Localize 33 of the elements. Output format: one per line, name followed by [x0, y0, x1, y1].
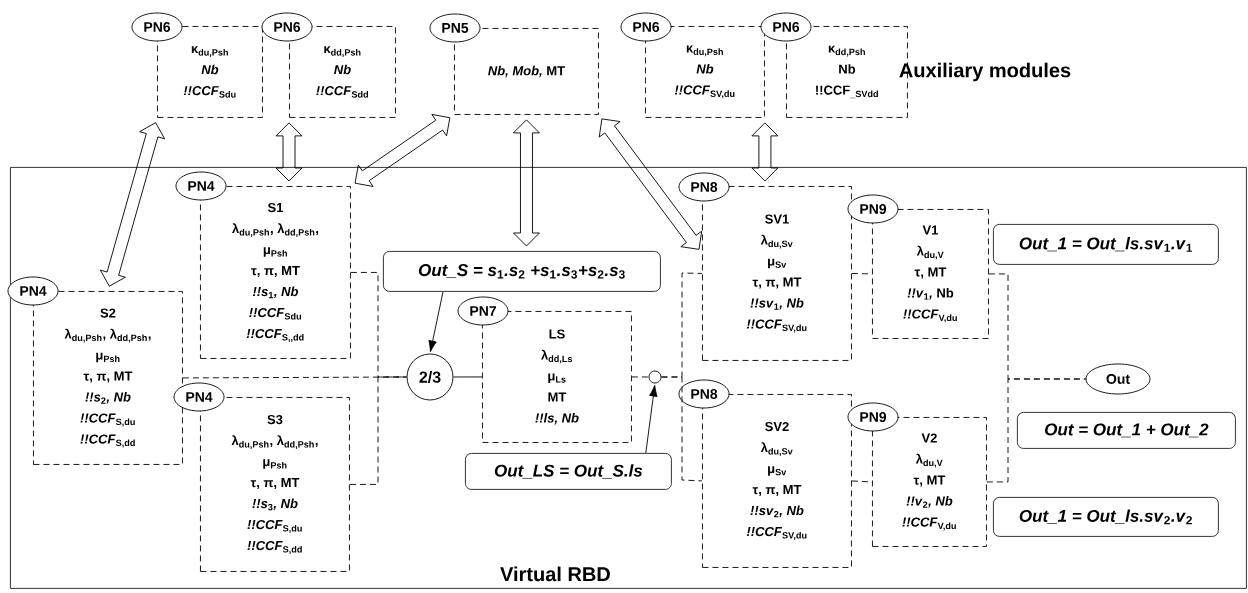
label-oval: PN8	[678, 172, 730, 202]
connector-line	[453, 376, 483, 378]
label-oval: PN4	[7, 276, 59, 306]
double-arrow	[99, 122, 166, 287]
output-oval: Out	[1085, 363, 1151, 395]
label-oval: PN4	[173, 382, 225, 412]
dashed-line	[631, 376, 649, 378]
label-oval: PN9	[847, 194, 899, 224]
arrow	[428, 291, 444, 353]
dashed-line	[349, 376, 407, 485]
label-oval: PN4	[175, 171, 227, 201]
double-arrow	[354, 113, 451, 187]
formula-box: Out_1 = Out_ls.sv$_{2}$.v$_{2}$	[993, 497, 1219, 537]
label-oval: PN5	[429, 13, 481, 43]
section-title: Auxiliary modules	[899, 62, 1071, 82]
label-oval: PN6	[261, 12, 313, 42]
dashed-line	[661, 376, 703, 482]
label-oval: PN7	[457, 296, 509, 326]
formula-box: Out_1 = Out_ls.sv$_{1}$.v$_{1}$	[993, 224, 1219, 265]
formula-box: Out_LS = Out_S.ls	[465, 453, 672, 490]
label-oval: PN6	[760, 12, 812, 42]
double-arrow	[598, 118, 703, 250]
label-oval: PN9	[847, 402, 899, 432]
label-oval: PN8	[678, 379, 730, 409]
label-oval: PN6	[620, 12, 672, 42]
formula-box: Out_S = s$_{1}$.s$_{2}$ +s$_{1}$.s$_{3}$+s$_{2}$.s$_{3}$	[383, 251, 661, 292]
double-arrow	[751, 122, 779, 182]
label-oval: PN6	[131, 12, 183, 42]
double-arrow	[275, 122, 303, 182]
dashed-line	[986, 378, 1086, 483]
double-arrow	[513, 119, 540, 247]
arrow	[645, 384, 658, 454]
formula-box: Out = Out_1 + Out_2	[1017, 412, 1236, 449]
